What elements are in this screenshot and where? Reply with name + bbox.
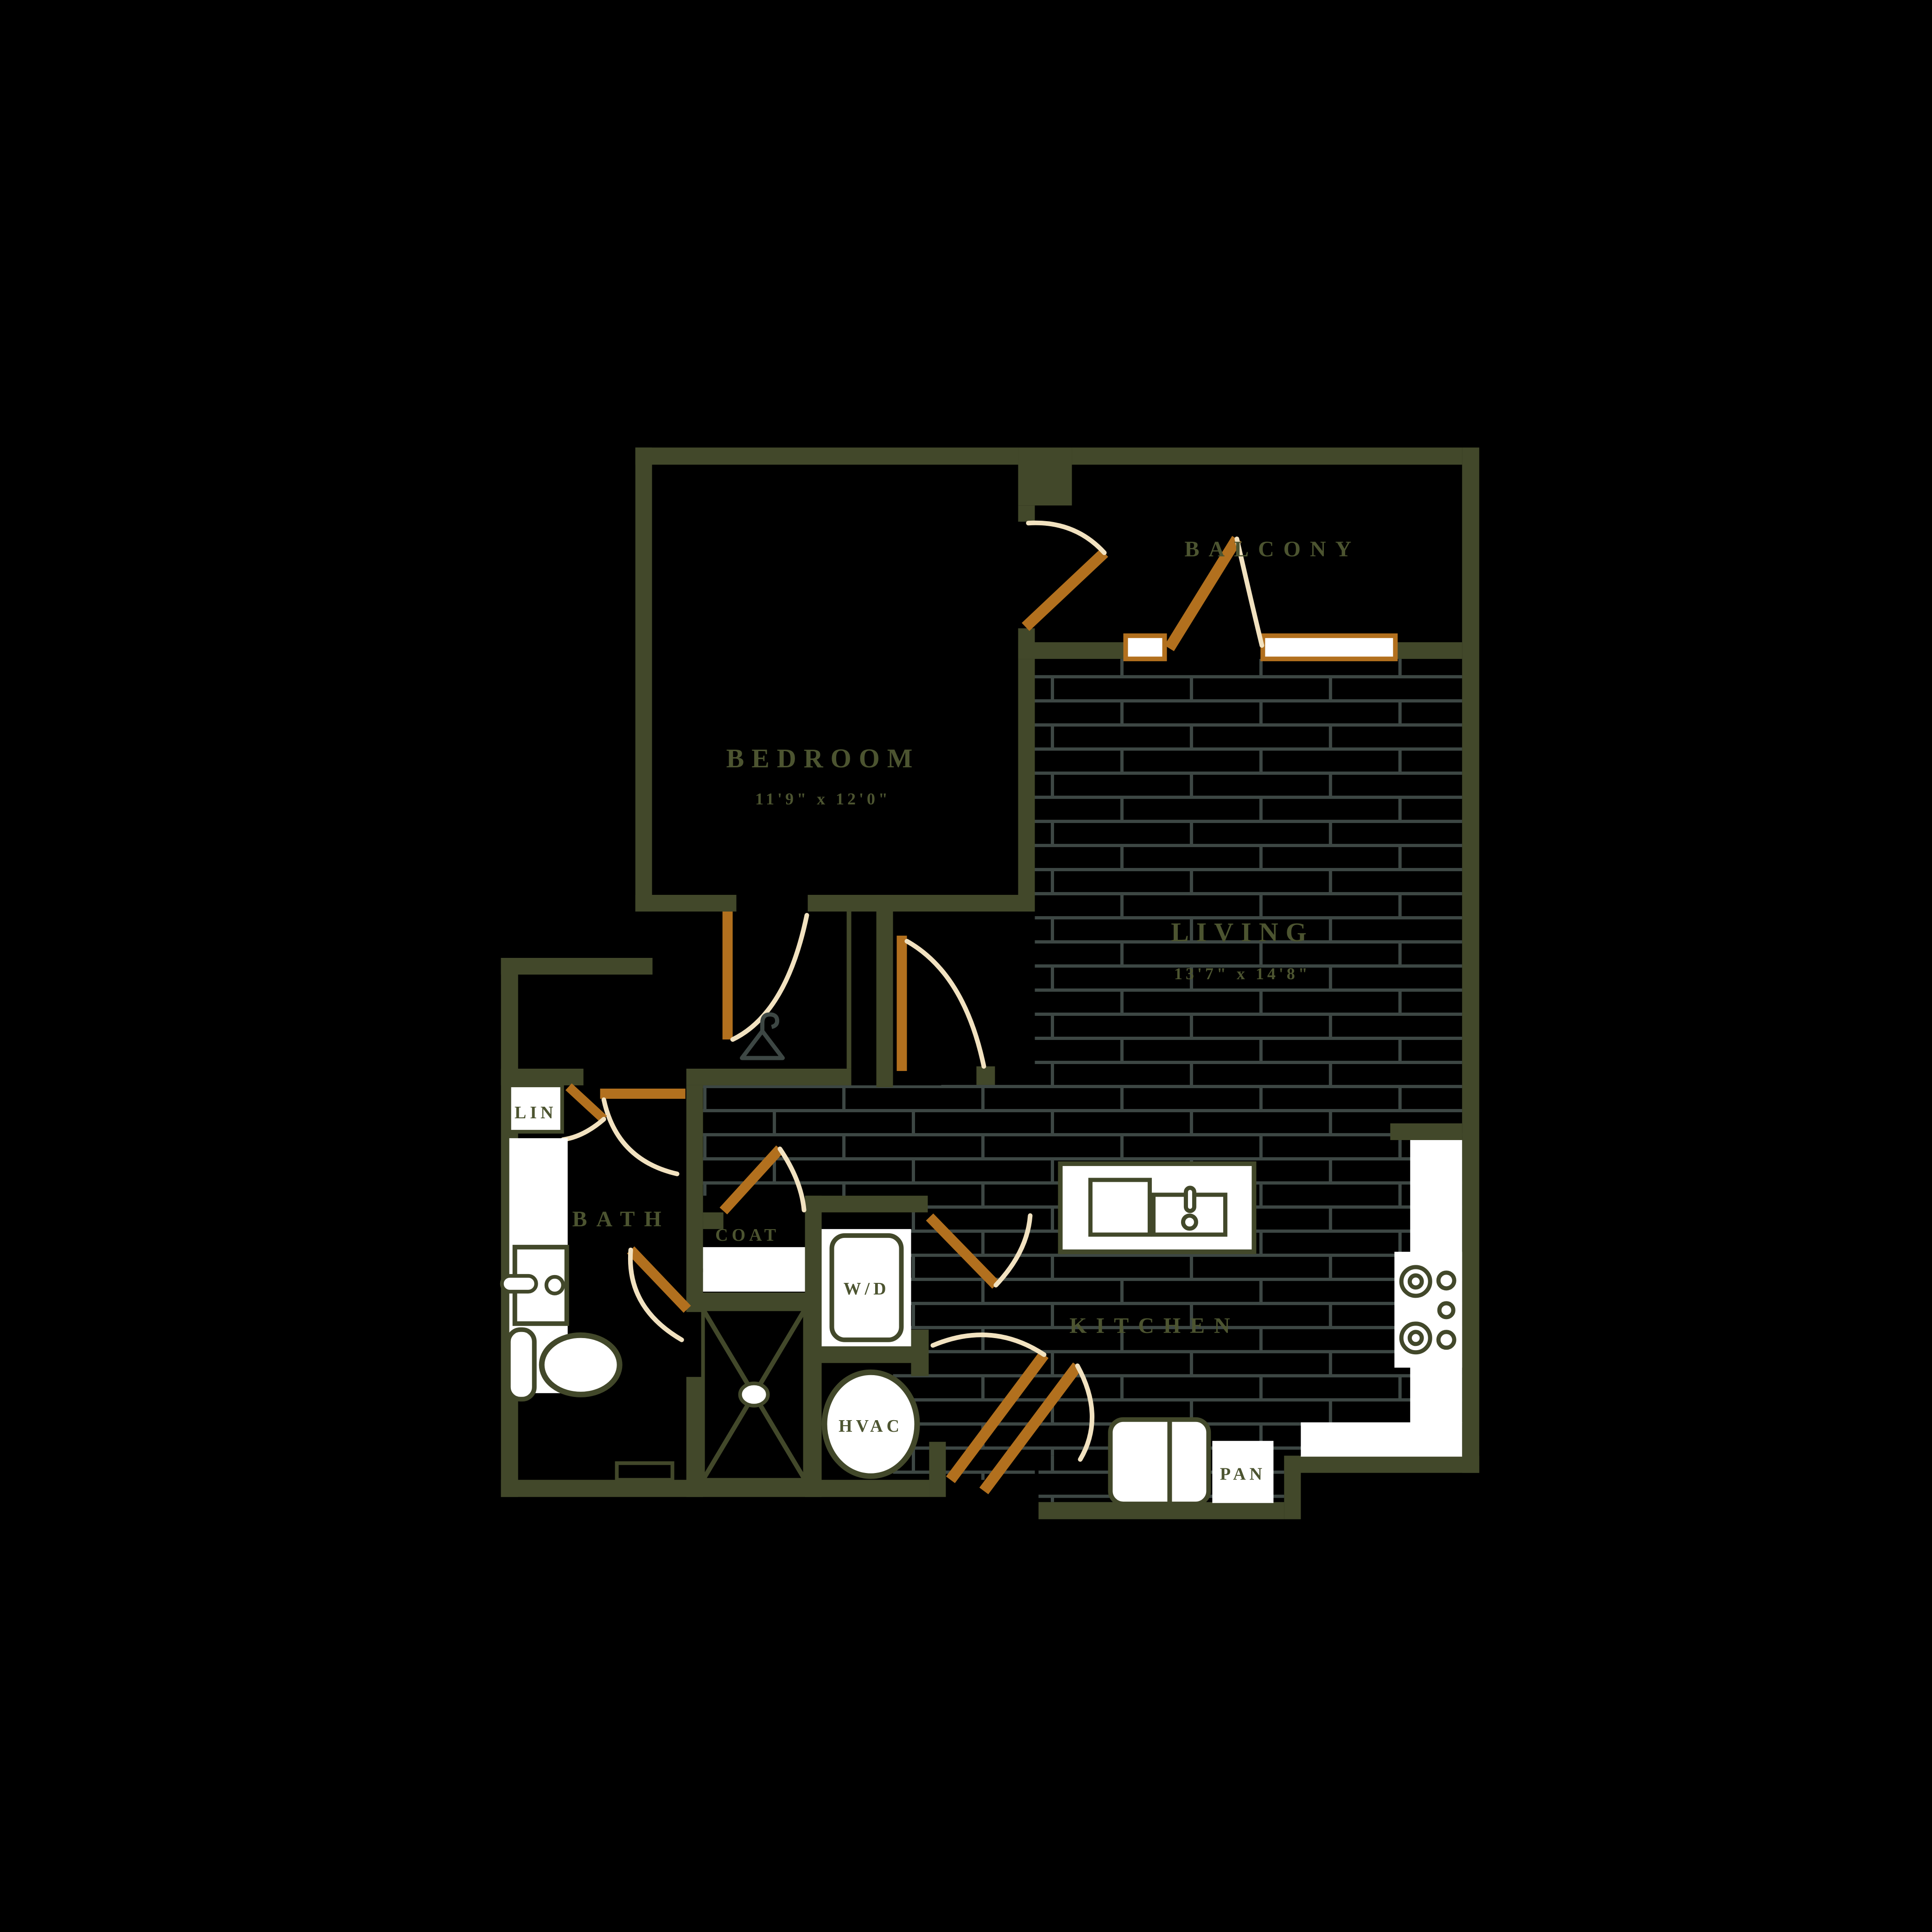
- hanger-icon: [739, 1012, 785, 1060]
- doors: [560, 520, 1264, 1494]
- entry-door-leaf: [946, 1351, 1049, 1483]
- room-label-hvac: HVAC: [839, 1416, 903, 1436]
- room-label-living: LIVING: [1171, 917, 1314, 947]
- hall-living-door: [896, 936, 907, 1071]
- balcony-bedroom-door: [1021, 548, 1108, 631]
- island-cabinet: [1088, 1178, 1152, 1237]
- door-swing-arc: [777, 1146, 807, 1212]
- cooktop-burners-icon: [1394, 1251, 1462, 1368]
- room-label-wd: W/D: [843, 1279, 890, 1299]
- coat-shelf: [703, 1247, 805, 1292]
- room-label-pantry: PAN: [1220, 1465, 1265, 1484]
- door-swing-arc: [601, 1097, 680, 1176]
- coat-door: [719, 1145, 784, 1215]
- window-sill-large: [1260, 633, 1398, 662]
- entry-door-leaf: [979, 1362, 1082, 1494]
- washer-dryer-alcove: [821, 1229, 911, 1346]
- kitchen-counter-bottom: [1300, 1422, 1462, 1457]
- hall-floor2: [821, 1085, 941, 1212]
- shower-icon: [700, 1307, 807, 1482]
- door-swing-arc: [904, 939, 986, 1069]
- refrigerator-icon: [1107, 1417, 1211, 1506]
- pantry-closet: [1212, 1441, 1273, 1503]
- living-floor: [1034, 659, 1462, 1456]
- fixtures: [500, 1012, 1462, 1506]
- bedroom-door: [722, 912, 733, 1039]
- linen-closet: [507, 1083, 564, 1134]
- faucet-icon: [500, 1274, 538, 1294]
- door-swing-arc: [930, 1333, 1046, 1357]
- toilet-bowl-icon: [539, 1332, 623, 1397]
- drain-icon: [1181, 1213, 1198, 1231]
- shower-door: [627, 1246, 691, 1313]
- coat-rod-bracket: [693, 1217, 703, 1272]
- window-sill-small: [1123, 633, 1167, 662]
- toilet-tank-icon: [506, 1327, 537, 1402]
- room-dims-living: 13'7" x 14'8": [1174, 964, 1310, 983]
- room-label-bedroom: BEDROOM: [726, 743, 920, 773]
- balcony-living-door: [1164, 536, 1242, 651]
- room-labels: BEDROOM 11'9" x 12'0" LIVING 13'7" x 14'…: [514, 537, 1360, 1484]
- door-swing-arc: [1074, 1363, 1094, 1462]
- bath-niche: [615, 1461, 674, 1482]
- door-swing-arc: [1025, 520, 1106, 555]
- door-swing-arc: [628, 1247, 684, 1342]
- washer-dryer-icon: [829, 1233, 904, 1342]
- door-swing-arc: [993, 1213, 1032, 1288]
- hvac-unit-icon: [821, 1369, 920, 1479]
- room-label-kitchen: KITCHEN: [1069, 1314, 1239, 1338]
- bath-door: [600, 1088, 686, 1099]
- door-swing-arc: [730, 913, 809, 1042]
- kitchen-island: [1057, 1161, 1256, 1254]
- drain-icon: [544, 1275, 565, 1295]
- washer-dryer-door: [926, 1213, 999, 1289]
- room-label-linen: LIN: [514, 1103, 557, 1122]
- linen-door: [565, 1083, 607, 1123]
- door-swing-arc: [1234, 536, 1264, 648]
- room-label-coat: COAT: [715, 1225, 780, 1245]
- shower-drain-icon: [738, 1381, 770, 1408]
- room-label-balcony: BALCONY: [1184, 537, 1360, 561]
- faucet-icon: [1183, 1186, 1196, 1213]
- walls: [501, 447, 1479, 1519]
- room-dims-bedroom: 11'9" x 12'0": [755, 790, 891, 808]
- room-label-bath: BATH: [572, 1207, 670, 1231]
